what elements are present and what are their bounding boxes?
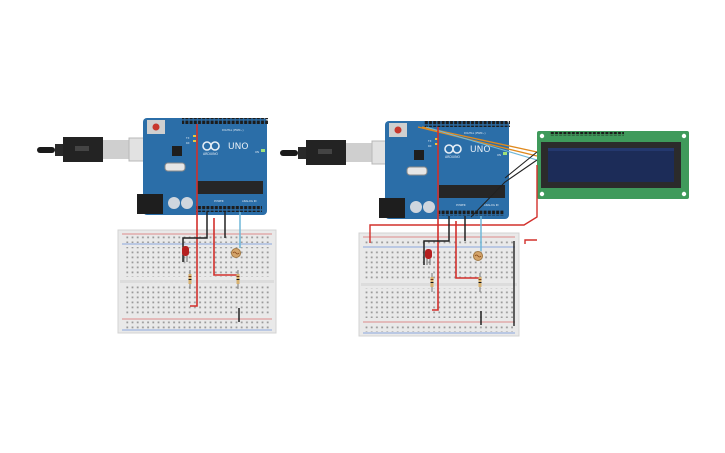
wire-black — [470, 159, 538, 218]
wire-red — [524, 239, 537, 244]
resistor[interactable] — [430, 273, 434, 292]
wire-red — [455, 221, 479, 279]
wire-black — [504, 151, 538, 179]
model-label: UNO — [470, 145, 490, 155]
lcd-16x2-display[interactable] — [537, 131, 689, 199]
photoresistor[interactable] — [231, 248, 241, 258]
analog-header-label: ANALOG IN — [242, 199, 256, 203]
arduino-logo — [202, 141, 220, 151]
wire-blue — [425, 126, 538, 161]
wire-red — [432, 127, 439, 311]
photoresistor[interactable] — [473, 251, 483, 261]
red-led[interactable] — [182, 246, 189, 262]
breadboard[interactable] — [358, 232, 520, 337]
arduino-logo — [444, 144, 462, 154]
wires — [182, 124, 241, 322]
digital-header-label: DIGITAL (PWM~) — [464, 131, 486, 135]
brand-label: ARDUINO — [203, 152, 219, 156]
wire-red — [369, 165, 538, 243]
resistor[interactable] — [236, 270, 240, 289]
rx-label: RX — [186, 141, 190, 145]
arduino-uno-board[interactable]: UNO ARDUINO DIGITAL (PWM~) POWER ANALOG … — [379, 121, 510, 219]
on-label: ON — [497, 153, 501, 157]
tx-label: TX — [428, 139, 432, 143]
usb-cable[interactable] — [37, 137, 160, 162]
microcontroller-chip — [197, 181, 263, 194]
brand-label: ARDUINO — [445, 155, 461, 159]
power-header-label: POWER — [214, 199, 224, 203]
digital-header-label: DIGITAL (PWM~) — [222, 128, 244, 132]
tx-label: TX — [186, 136, 190, 140]
analog-header-label: ANALOG IN — [484, 203, 498, 207]
arduino-uno-board[interactable]: UNO ARDUINO DIGITAL (PWM~) POWER ANALOG … — [137, 118, 268, 215]
on-label: ON — [255, 150, 259, 154]
wire-black — [423, 216, 450, 265]
rx-label: RX — [428, 144, 432, 148]
wires — [369, 126, 538, 326]
red-led[interactable] — [425, 249, 432, 265]
resistor[interactable] — [478, 273, 482, 292]
model-label: UNO — [228, 142, 248, 152]
lcd-screen — [548, 148, 674, 182]
usb-cable[interactable] — [280, 140, 403, 165]
circuit-b: UNO ARDUINO DIGITAL (PWM~) POWER ANALOG … — [280, 121, 689, 337]
circuit-a: UNO ARDUINO DIGITAL (PWM~) POWER ANALOG … — [37, 118, 277, 334]
wire-red — [213, 218, 237, 276]
resistor[interactable] — [188, 270, 192, 289]
wire-red — [190, 124, 198, 307]
power-header-label: POWER — [456, 203, 466, 207]
microcontroller-chip — [439, 185, 505, 198]
